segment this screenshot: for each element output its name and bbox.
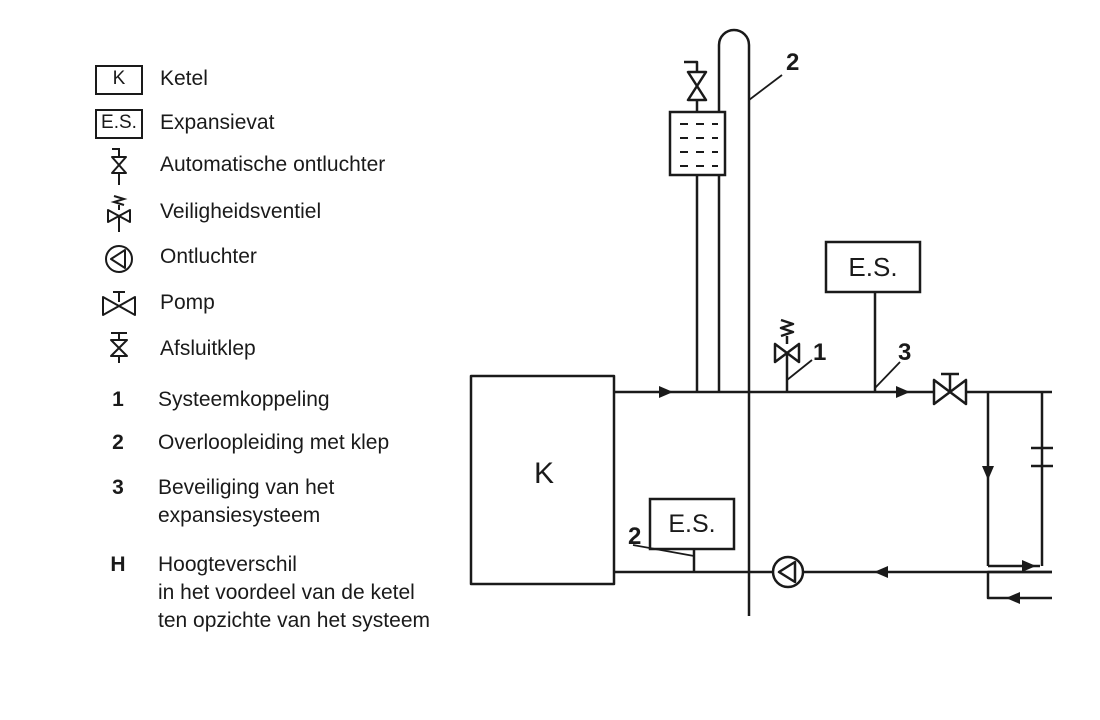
diagram-pump-icon (771, 555, 805, 589)
arrow-return-right (1006, 592, 1020, 604)
deaerator-icon (105, 245, 133, 273)
callout-3-leader (874, 361, 901, 389)
callout-1: 1 (813, 339, 826, 366)
legend-num-2: 2 (112, 431, 124, 454)
boiler-box (469, 374, 616, 586)
legend-label-system-coupling: Systeemkoppeling (158, 388, 330, 411)
callout-2-bottom: 2 (628, 523, 641, 550)
open-expansion-tank-icon (668, 110, 727, 177)
callout-3: 3 (898, 339, 911, 366)
upper-expansion-vessel (824, 240, 922, 294)
overflow-loop (717, 28, 751, 616)
legend-label-protection-line-1: Beveiliging van het (158, 476, 335, 499)
arrow-down (982, 466, 994, 480)
legend-label-pump: Pomp (160, 291, 215, 314)
arrow-return-1 (874, 566, 888, 578)
pump-icon (102, 291, 136, 316)
legend-label-protection-line-2: expansiesysteem (158, 504, 321, 527)
arrow-supply-1 (659, 386, 673, 398)
height-marker (1031, 446, 1053, 468)
legend-label-height-line-3: ten opzichte van het systeem (158, 609, 430, 632)
safety-valve-icon (107, 195, 131, 232)
legend-num-3: 3 (112, 476, 124, 499)
flow-arrows (659, 386, 1036, 604)
lower-expansion-vessel-label: E.S. (668, 510, 715, 538)
callout-1-leader (786, 359, 813, 381)
legend-label-height-line-1: Hoogteverschil (158, 553, 297, 576)
diagram-shutoff-valve-icon (932, 372, 968, 406)
legend-label-automatic-air-vent: Automatische ontluchter (160, 153, 386, 176)
legend-num-1: 1 (112, 388, 124, 411)
legend-label-deaerator: Ontluchter (160, 245, 257, 268)
boiler-label: K (534, 457, 554, 490)
legend-label-safety-valve: Veiligheidsventiel (160, 200, 322, 223)
legend: K Ketel E.S. Expansievat Automatische on… (0, 0, 460, 720)
legend-label-height-line-2: in het voordeel van de ketel (158, 581, 415, 604)
expansion-vessel-symbol-icon: E.S. (95, 109, 143, 139)
legend-label-expansievat: Expansievat (160, 111, 275, 134)
legend-label-ketel: Ketel (160, 67, 208, 90)
upper-expansion-vessel-label: E.S. (848, 252, 897, 282)
arrow-supply-2 (896, 386, 910, 398)
tank-air-vent-icon (684, 60, 708, 112)
lower-expansion-vessel (648, 497, 736, 551)
legend-label-overflow-pipe: Overloopleiding met klep (158, 431, 390, 454)
callout-2-bottom-leader (632, 544, 695, 557)
callout-2-top-leader (748, 74, 783, 101)
callout-2-top: 2 (786, 49, 799, 76)
diagram-safety-valve-icon (773, 318, 801, 366)
shutoff-valve-icon (110, 332, 128, 363)
automatic-air-vent-icon (111, 148, 127, 185)
boiler-symbol-icon: K (95, 65, 143, 95)
legend-num-h: H (110, 553, 126, 576)
legend-label-shutoff-valve: Afsluitklep (160, 337, 256, 360)
arrow-right-bottom (1022, 560, 1036, 572)
